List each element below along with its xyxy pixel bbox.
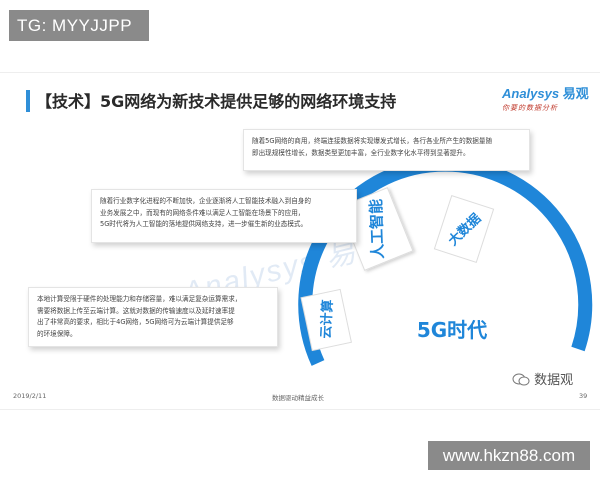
logo-tagline: 你要的数据分析 (502, 104, 558, 112)
card-line: 的环境保障。 (37, 329, 77, 338)
text-card-ai: 随着行业数字化进程的不断加快，企业逐渐将人工智能技术融入到自身的 业务发展之中，… (91, 189, 357, 243)
footer-date: 2019/2/11 (13, 392, 47, 400)
text-card-data-growth: 随着5G网络的商用，终端连接数据将实现爆发式增长，各行各业所产生的数据量随 即出… (243, 129, 530, 171)
card-line: 业务发展之中，而现有的网络条件难以满足人工智能在场景下的应用， (100, 208, 305, 217)
card-line: 出了非常高的要求，相比于4G网络，5G网络可为云端计算提供足够 (37, 318, 234, 326)
wechat-name: 数据观 (534, 373, 574, 388)
bigdata-tag: 大数据 (433, 194, 495, 264)
card-line: 随着行业数字化进程的不断加快，企业逐渐将人工智能技术融入到自身的 (100, 197, 311, 205)
slide-title: 【技术】5G网络为新技术提供足够的网络环境支持 (36, 92, 397, 111)
title-accent-bar (26, 90, 30, 112)
ai-tag: 人工智能 (338, 187, 414, 271)
logo-text-cn: 易观 (562, 86, 589, 101)
logo-text-en: Analysys (502, 86, 560, 101)
brand-logo: Analysys 易观 你要的数据分析 (502, 83, 592, 115)
card-line: 即出现规模性增长，数据类型更加丰富，全行业数字化水平得到显著提升。 (252, 148, 470, 157)
card-line: 5G时代将为人工智能的落地提供网络支持，进一步催生新的业态模式。 (100, 220, 308, 228)
slide: 【技术】5G网络为新技术提供足够的网络环境支持 Analysys 易观 你要的数… (0, 72, 600, 410)
cloud-tag: 云计算 (300, 288, 352, 352)
wechat-account: 数据观 (512, 369, 573, 388)
bottom-watermark-tag: www.hkzn88.com (428, 441, 590, 470)
card-line: 需要将数据上传至云端计算。这就对数据的传输速度以及延时速率提 (37, 306, 235, 315)
text-card-cloud: 本地计算受限于硬件的处理能力和存储容量，难以满足复杂运算需求， 需要将数据上传至… (28, 287, 278, 347)
page-number: 39 (579, 392, 588, 400)
cloud-tag-label: 云计算 (318, 299, 336, 339)
center-label: 5G时代 (417, 318, 487, 342)
footer-slogan: 数据驱动精益成长 (272, 394, 324, 402)
card-line: 本地计算受限于硬件的处理能力和存储容量，难以满足复杂运算需求， (37, 295, 242, 303)
ai-tag-label: 人工智能 (367, 199, 387, 260)
wechat-icon (512, 373, 530, 386)
card-line: 随着5G网络的商用，终端连接数据将实现爆发式增长，各行各业所产生的数据量随 (252, 137, 493, 145)
top-watermark-tag: TG: MYYJJPP (9, 10, 149, 41)
